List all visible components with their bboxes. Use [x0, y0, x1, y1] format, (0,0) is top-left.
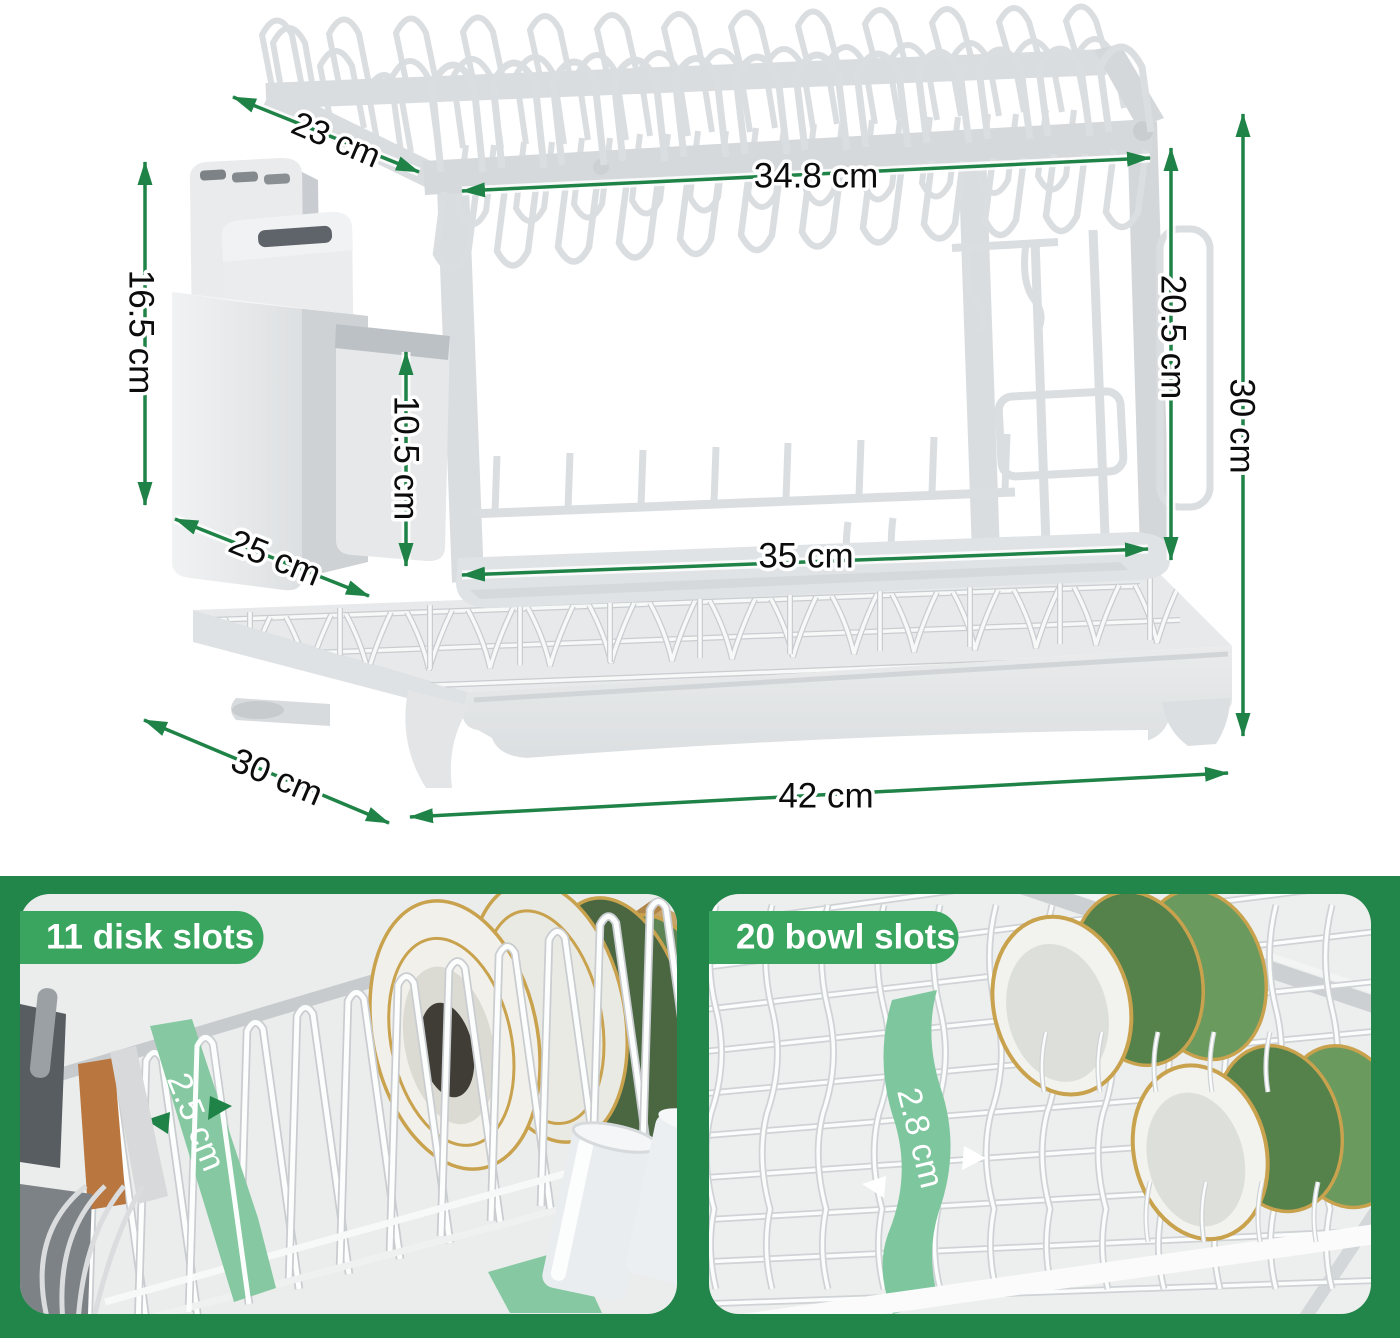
svg-text:10.5 cm: 10.5 cm: [387, 396, 426, 521]
svg-text:20 bowl slots: 20 bowl slots: [736, 918, 956, 957]
svg-text:11 disk slots: 11 disk slots: [46, 918, 254, 957]
svg-text:35 cm: 35 cm: [758, 537, 853, 576]
svg-text:30 cm: 30 cm: [1223, 378, 1262, 473]
svg-text:34.8 cm: 34.8 cm: [754, 157, 879, 196]
svg-text:16.5 cm: 16.5 cm: [122, 270, 161, 395]
svg-text:20.5 cm: 20.5 cm: [1154, 275, 1193, 400]
svg-text:42 cm: 42 cm: [778, 777, 873, 816]
